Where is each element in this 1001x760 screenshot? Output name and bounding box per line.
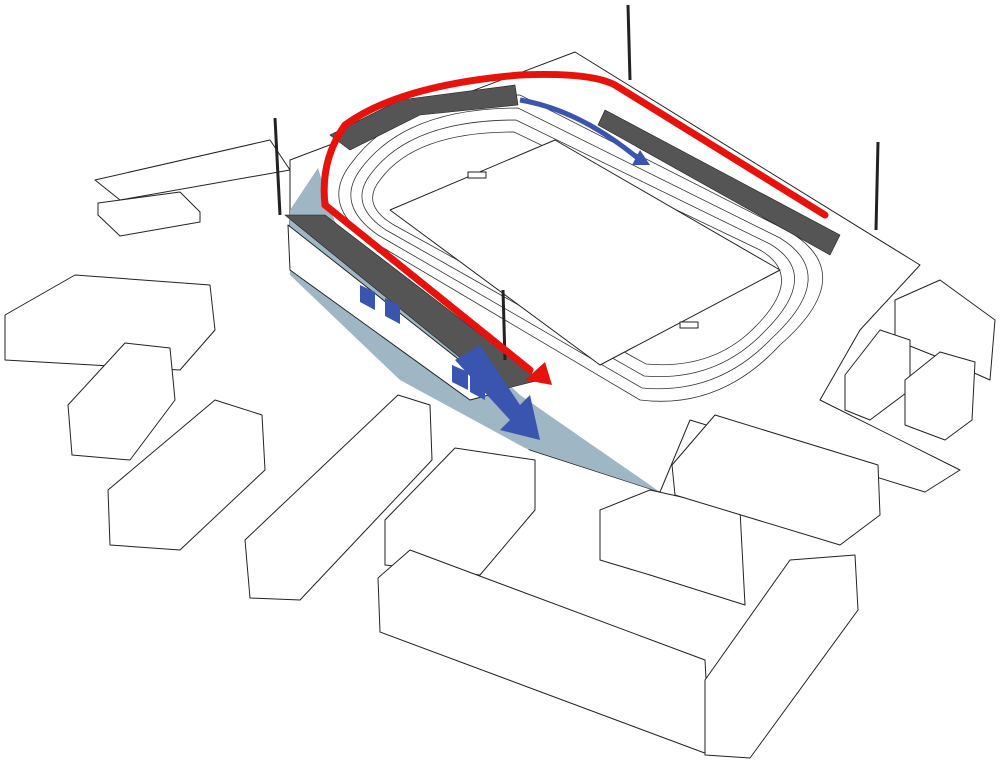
blue-route-arrow-bottom <box>455 345 540 440</box>
goal-north <box>467 171 487 179</box>
stand-east <box>597 109 841 256</box>
goal-south <box>679 321 699 329</box>
blue-route-arrow-top <box>519 97 642 162</box>
annex-block <box>97 191 201 237</box>
blue-arrowhead-top <box>632 150 650 165</box>
red-arrowhead <box>525 362 552 385</box>
football-pitch <box>389 139 781 366</box>
annex-roof <box>94 139 291 201</box>
surrounding-buildings <box>4 274 996 759</box>
red-route-arrow <box>320 70 829 374</box>
stand-west-blue-bays <box>360 285 485 400</box>
